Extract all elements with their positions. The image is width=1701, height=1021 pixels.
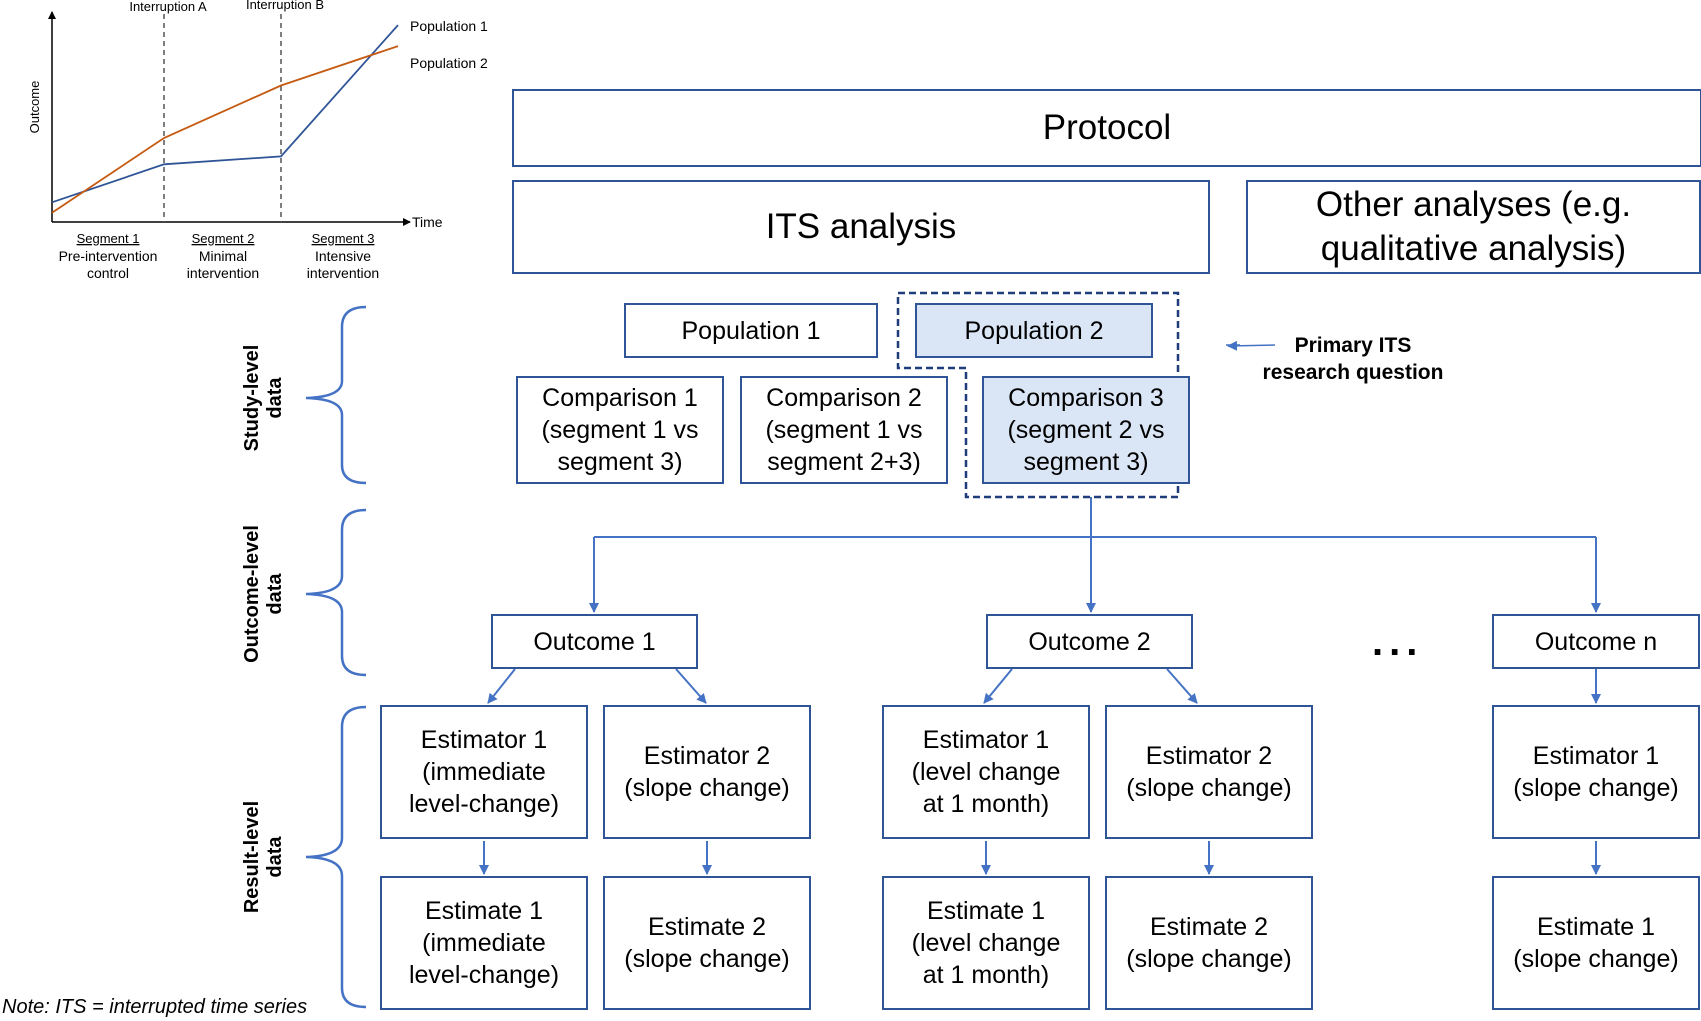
- estimate-box: Estimate 1 (immediate level-change): [380, 876, 588, 1010]
- primary-question-arrow-shaft: [1227, 340, 1276, 351]
- study-level-brace: [305, 305, 367, 485]
- estimator-box: Estimator 1 (slope change): [1492, 705, 1700, 839]
- estimator-box: Estimator 1 (immediate level-change): [380, 705, 588, 839]
- series-line-2: [51, 45, 399, 214]
- primary-question-label: Primary ITS research question: [1262, 334, 1444, 385]
- x-axis-label: Time: [412, 214, 443, 230]
- outcome-level-label: Outcome-level data: [241, 525, 286, 663]
- segment-desc-2: Minimal: [199, 248, 247, 264]
- its-example-chart: Interruption A Interruption B Outcome Ti…: [27, 0, 488, 281]
- estimator-box: Estimator 2 (slope change): [603, 705, 811, 839]
- segment-name-1: Segment 1: [77, 231, 140, 246]
- result-level-brace: [305, 705, 367, 1009]
- result-level-label: Result-level data: [241, 800, 286, 914]
- study-level-label: Study-level data: [241, 344, 286, 452]
- protocol-box: Protocol: [512, 89, 1701, 167]
- series-label-2: Population 2: [410, 55, 488, 71]
- segment-desc-3: Intensive: [315, 248, 371, 264]
- series-line-1: [51, 24, 399, 204]
- estimator-box: Estimator 2 (slope change): [1105, 705, 1313, 839]
- estimate-box: Estimate 1 (level change at 1 month): [882, 876, 1090, 1010]
- segment-desc-2: intervention: [187, 265, 259, 281]
- segment-desc-1: Pre-intervention: [59, 248, 158, 264]
- y-axis-label: Outcome: [27, 81, 42, 134]
- legend-layer: Population 1 Population 2: [410, 18, 488, 71]
- its-analysis-box: ITS analysis: [512, 180, 1210, 274]
- ellipsis: ...: [1372, 620, 1424, 664]
- segment-name-2: Segment 2: [192, 231, 255, 246]
- segment-name-3: Segment 3: [312, 231, 375, 246]
- segment-desc-1: control: [87, 265, 129, 281]
- series-label-1: Population 1: [410, 18, 488, 34]
- population-1-box: Population 1: [624, 303, 878, 358]
- other-analyses-box: Other analyses (e.g. qualitative analysi…: [1246, 180, 1701, 274]
- population-2-box: Population 2: [915, 303, 1153, 358]
- outcome-level-brace: [305, 508, 367, 677]
- footnote: Note: ITS = interrupted time series: [2, 996, 308, 1018]
- outcome-n-box: Outcome n: [1492, 614, 1700, 669]
- interruption-b-label: Interruption B: [246, 0, 324, 12]
- estimate-box: Estimate 2 (slope change): [603, 876, 811, 1010]
- series-layer: [51, 24, 399, 214]
- comparison-2-box: Comparison 2 (segment 1 vs segment 2+3): [740, 376, 948, 484]
- comparison-3-box: Comparison 3 (segment 2 vs segment 3): [982, 376, 1190, 484]
- tree-connectors: [479, 497, 1601, 875]
- primary-question-outline: [896, 291, 1180, 499]
- outcome-2-box: Outcome 2: [986, 614, 1193, 669]
- estimate-box: Estimate 1 (slope change): [1492, 876, 1700, 1010]
- estimate-box: Estimate 2 (slope change): [1105, 876, 1313, 1010]
- interruption-a-label: Interruption A: [129, 0, 207, 14]
- outcome-1-box: Outcome 1: [491, 614, 698, 669]
- comparison-1-box: Comparison 1 (segment 1 vs segment 3): [516, 376, 724, 484]
- segment-desc-3: intervention: [307, 265, 379, 281]
- estimator-box: Estimator 1 (level change at 1 month): [882, 705, 1090, 839]
